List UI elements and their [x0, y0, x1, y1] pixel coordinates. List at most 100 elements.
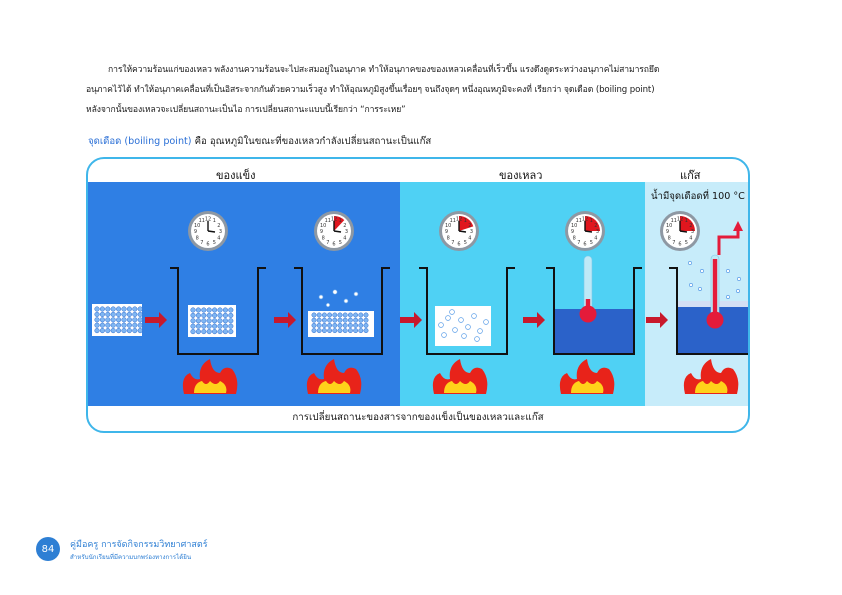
elapsed-time-wedge: [459, 215, 474, 231]
gas-boiling-note: น้ำมีจุดเดือดที่ 100 °C: [651, 191, 745, 202]
particle: [318, 294, 324, 300]
solid-particle: [121, 306, 127, 312]
thermometer-mercury: [712, 259, 718, 317]
particle: [332, 289, 338, 295]
beaker: [669, 267, 748, 355]
solid-particle: [327, 312, 333, 318]
solid-particle: [321, 317, 327, 323]
boiling-point-term: จุดเดือด (boiling point): [88, 136, 192, 147]
solid-particle: [228, 307, 234, 313]
clock-numeral: 4: [217, 235, 220, 241]
thermometer-icon: [579, 255, 597, 323]
solid-particle: [358, 322, 364, 328]
solid-particle: [137, 317, 143, 323]
solid-particle: [206, 318, 212, 324]
solid-particle: [190, 318, 196, 324]
solid-particle: [358, 317, 364, 323]
solid-particle: [311, 312, 317, 318]
solid-particle: [206, 323, 212, 329]
solid-particle: [337, 322, 343, 328]
solid-particle: [228, 312, 234, 318]
beaker: [294, 267, 390, 355]
solid-particle: [94, 317, 100, 323]
particle: [726, 269, 730, 273]
solid-particle: [228, 329, 234, 335]
clock-numeral: 4: [468, 235, 471, 241]
solid-particle: [195, 318, 201, 324]
intro-paragraph: การให้ความร้อนแก่ของเหลว พลังงานความร้อน…: [86, 60, 754, 120]
solid-particle: [137, 306, 143, 312]
solid-particle: [347, 317, 353, 323]
solid-particle: [332, 328, 338, 334]
clock-numeral: 11: [199, 218, 205, 224]
solid-particle: [347, 328, 353, 334]
elapsed-time-wedge: [334, 216, 345, 231]
solid-particle: [342, 312, 348, 318]
elapsed-time-wedge: [585, 216, 600, 231]
clock-numeral: 9: [445, 229, 448, 235]
solid-particle: [137, 311, 143, 317]
clock-numeral: 6: [206, 242, 209, 248]
transition-arrow: [274, 312, 296, 328]
clock-numeral: 7: [451, 240, 454, 246]
flame-inner: [695, 381, 728, 393]
solid-particle: [212, 318, 218, 324]
particle: [483, 319, 489, 325]
transition-arrow: [400, 312, 422, 328]
solid-particle: [99, 311, 105, 317]
transition-arrow: [646, 312, 668, 328]
clock-numeral: 10: [445, 223, 451, 229]
particle: [452, 327, 458, 333]
clock-numeral: 2: [343, 223, 346, 229]
particle: [343, 298, 349, 304]
solid-particle: [126, 328, 132, 334]
solid-particle: [121, 328, 127, 334]
thermometer-bulb: [706, 311, 724, 329]
clock-numeral: 3: [219, 229, 222, 235]
solid-particle: [201, 318, 207, 324]
solid-particle: [190, 323, 196, 329]
solid-particle: [121, 317, 127, 323]
clock-numeral: 10: [194, 223, 200, 229]
solid-particle: [132, 306, 138, 312]
clock-numeral: 6: [332, 242, 335, 248]
solid-particle: [337, 328, 343, 334]
solid-particle: [190, 307, 196, 313]
solid-particle: [94, 328, 100, 334]
clock-numeral: 7: [200, 240, 203, 246]
solid-particle: [332, 322, 338, 328]
solid-particle: [94, 311, 100, 317]
particle: [445, 315, 451, 321]
clock-numeral: 10: [571, 223, 577, 229]
solid-particle: [195, 307, 201, 313]
solid-particle: [316, 322, 322, 328]
boiling-trend-arrowhead: [733, 221, 743, 231]
particle: [474, 336, 480, 342]
solid-particle: [358, 328, 364, 334]
solid-particle: [337, 317, 343, 323]
solid-particle: [126, 311, 132, 317]
solid-particle: [110, 306, 116, 312]
solid-particle: [217, 329, 223, 335]
particle: [698, 287, 702, 291]
solid-particle: [363, 312, 369, 318]
transition-arrow: [523, 312, 545, 328]
boiling-trend-line: [717, 229, 740, 255]
particle: [471, 313, 477, 319]
solid-particle: [195, 323, 201, 329]
solid-particle: [110, 311, 116, 317]
solid-particle: [99, 317, 105, 323]
solid-particle: [342, 317, 348, 323]
clock-numeral: 12: [456, 217, 462, 223]
solid-particle: [105, 317, 111, 323]
clock-numeral: 5: [213, 240, 216, 246]
clock-numeral: 8: [196, 235, 199, 241]
solid-particle: [116, 328, 122, 334]
boiling-point-heading: จุดเดือด (boiling point) คือ อุณหภูมิในข…: [88, 134, 431, 149]
solid-particle: [337, 312, 343, 318]
page-number-badge: 84: [36, 537, 60, 561]
solid-particle: [126, 322, 132, 328]
solid-particle: [121, 322, 127, 328]
